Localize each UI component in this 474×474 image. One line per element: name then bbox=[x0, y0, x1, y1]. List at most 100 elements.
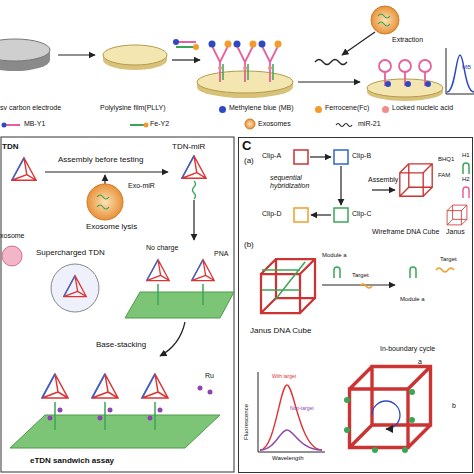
process-arrow bbox=[104, 175, 105, 184]
annotation-label: Fluorescence bbox=[243, 404, 250, 440]
hairpin-electrode bbox=[405, 81, 411, 87]
exosome-icon bbox=[87, 184, 123, 220]
green-substrate bbox=[125, 292, 234, 318]
process-arrow bbox=[172, 59, 200, 60]
process-arrow bbox=[160, 322, 185, 356]
hairpin-probe bbox=[410, 267, 416, 278]
modified-electrode bbox=[243, 66, 247, 70]
tetrahedron bbox=[142, 374, 168, 398]
annotation-label: Assembly before testing bbox=[58, 155, 143, 164]
modified-electrode bbox=[234, 41, 241, 48]
annotation-label: PNA bbox=[214, 250, 228, 258]
clip-square bbox=[334, 208, 348, 222]
mirna-strand bbox=[315, 60, 347, 65]
exosome-icon bbox=[371, 6, 399, 34]
annotation-label: Exosome lysis bbox=[86, 222, 137, 231]
legend-label: Ferrocene(Fc) bbox=[325, 104, 369, 112]
annotation-label: Non-target bbox=[290, 406, 314, 412]
glassy-electrode bbox=[0, 39, 50, 61]
hairpin-probe bbox=[334, 267, 340, 278]
fluorescence-plot bbox=[260, 385, 322, 450]
annotation-label: Wireframe DNA Cube bbox=[372, 228, 439, 236]
legend-swatch bbox=[315, 106, 322, 113]
annotation-label: Supercharged TDN bbox=[36, 248, 105, 257]
annotation-label: eTDN sandwich assay bbox=[30, 456, 114, 465]
ruthenium-dots bbox=[98, 416, 103, 421]
cycle-dots bbox=[372, 401, 400, 429]
hairpin-probe bbox=[334, 163, 469, 288]
dna-cube bbox=[261, 259, 315, 313]
modified-electrode bbox=[268, 66, 272, 70]
cycle-dots bbox=[344, 427, 350, 433]
dna-cube bbox=[261, 164, 467, 448]
green-substrate bbox=[55, 284, 203, 430]
process-arrow bbox=[322, 284, 395, 285]
modified-electrode bbox=[259, 41, 266, 48]
legend-label: Fe-Y2 bbox=[150, 120, 169, 128]
tetrahedron bbox=[192, 260, 215, 281]
voltammogram bbox=[446, 48, 474, 94]
modified-electrode bbox=[212, 46, 278, 82]
cycle-dots bbox=[344, 389, 415, 453]
annotation-label: Target bbox=[440, 256, 457, 263]
hairpin-electrode bbox=[379, 60, 391, 72]
tetrahedron bbox=[147, 260, 170, 281]
legend-swatch bbox=[382, 106, 389, 113]
annotation-label: Clip-C bbox=[352, 210, 371, 218]
annotation-label: (b) bbox=[244, 240, 254, 249]
tetrahedron bbox=[182, 156, 206, 178]
annotation-label: (a) bbox=[244, 156, 254, 165]
process-arrow bbox=[45, 172, 194, 356]
process-arrow bbox=[193, 200, 194, 240]
panel-border bbox=[1, 137, 234, 472]
hairpin-electrode bbox=[385, 72, 425, 86]
exosome-icon bbox=[371, 6, 399, 34]
annotation-label: b bbox=[452, 402, 456, 410]
exosome-icon bbox=[378, 14, 390, 26]
polylysine-film bbox=[103, 45, 167, 65]
annotation-label: Module a bbox=[322, 252, 347, 259]
cycle-dots bbox=[344, 397, 350, 403]
ruthenium-dots bbox=[198, 386, 203, 391]
probe-strands bbox=[173, 39, 199, 50]
modified-electrode bbox=[197, 41, 293, 99]
ruthenium-dots bbox=[48, 386, 213, 421]
annotation-label: Clip-D bbox=[262, 210, 281, 218]
clip-square bbox=[294, 208, 308, 222]
polylysine-film bbox=[103, 45, 167, 70]
legend-label: miR-21 bbox=[358, 120, 381, 128]
modified-electrode bbox=[275, 41, 282, 48]
legend-swatch bbox=[219, 106, 226, 113]
cycle-dots bbox=[402, 447, 408, 453]
ruthenium-dots bbox=[108, 408, 113, 413]
green-substrate bbox=[10, 415, 220, 448]
annotation-label: No charge bbox=[146, 244, 178, 252]
module-strands bbox=[262, 262, 305, 300]
annotation-label: TDN bbox=[2, 142, 18, 151]
process-arrow bbox=[340, 166, 341, 205]
tetrahedron bbox=[92, 374, 118, 398]
mirna-strand bbox=[315, 60, 347, 65]
tetrahedron bbox=[42, 374, 68, 398]
annotation-label: With target bbox=[272, 374, 296, 380]
ruthenium-dots bbox=[148, 416, 153, 421]
process-arrow bbox=[372, 189, 395, 190]
process-arrow bbox=[311, 214, 331, 215]
module-strands bbox=[262, 262, 305, 300]
hairpin-probe bbox=[463, 163, 469, 174]
ruthenium-dots bbox=[158, 408, 163, 413]
process-arrow bbox=[58, 54, 95, 55]
annotation-label: MB bbox=[462, 64, 471, 71]
annotation-label: Module a bbox=[400, 296, 425, 303]
hairpin-electrode bbox=[399, 60, 411, 72]
hairpin-probe bbox=[360, 284, 372, 288]
legend-sample bbox=[245, 119, 255, 129]
legend-sample bbox=[2, 123, 7, 128]
annotation-label: FAM bbox=[438, 172, 450, 179]
annotation-label: Base-stacking bbox=[96, 340, 146, 349]
hairpin-electrode bbox=[419, 60, 431, 72]
hairpin-probe bbox=[436, 268, 454, 272]
ruthenium-dots bbox=[58, 408, 63, 413]
